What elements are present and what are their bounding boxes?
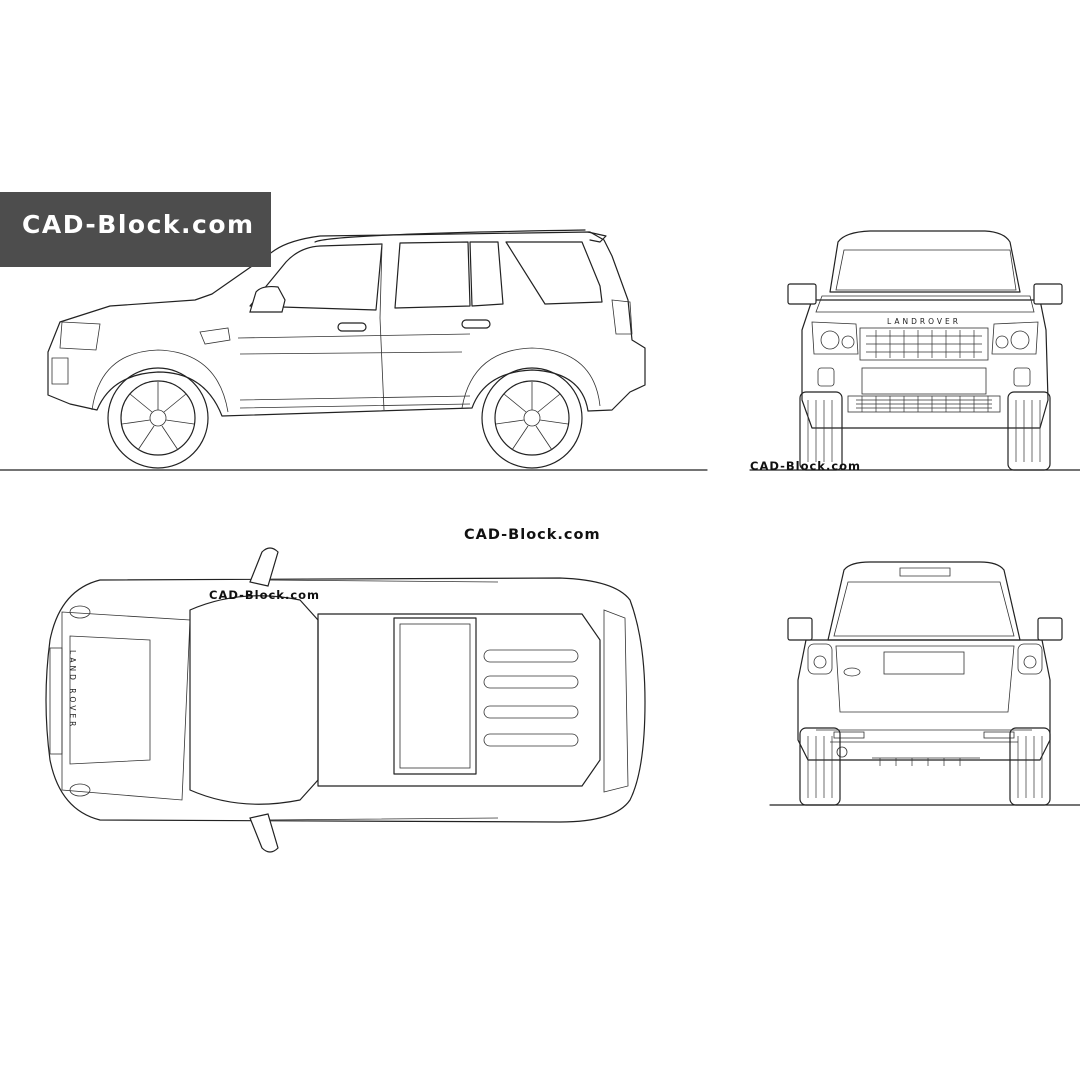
top-roof-slat-1 [483, 649, 579, 663]
front-plate-area [861, 367, 987, 395]
top-hood-badge: LAND ROVER [68, 650, 77, 729]
side-quarter-window [505, 241, 603, 305]
front-hood-edge [815, 295, 1035, 313]
side-sill [239, 395, 471, 409]
side-spoiler [587, 231, 607, 243]
rear-window-frame [827, 561, 1021, 641]
side-rear-door-handle [461, 319, 491, 329]
rear-window [833, 581, 1015, 637]
side-c-pillar-window [469, 241, 504, 307]
front-right-mirror [1033, 283, 1063, 305]
side-front-wheel [107, 367, 209, 469]
top-left-headlight [69, 605, 91, 619]
rear-badge [843, 667, 861, 677]
top-left-mirror [249, 547, 279, 587]
side-taillight [611, 299, 633, 335]
front-view [749, 230, 1080, 471]
top-roof-rails [261, 579, 499, 821]
front-right-headlight [991, 321, 1039, 355]
side-waist-line [237, 333, 471, 339]
top-roof-slat-4 [483, 733, 579, 747]
side-body-outline [47, 231, 646, 417]
front-grille [859, 327, 989, 361]
rear-tailgate [835, 645, 1015, 713]
top-windshield [189, 595, 319, 805]
rear-tyre-treads [807, 736, 1043, 798]
top-roof [317, 613, 601, 787]
side-mirror [249, 285, 286, 313]
side-fog-lamp [51, 357, 69, 385]
top-front-grille [49, 647, 63, 755]
rear-left-reflector [833, 731, 865, 739]
side-door-split [379, 243, 385, 411]
side-front-door-handle [337, 322, 367, 332]
top-sunroof [393, 617, 477, 775]
watermark-front-view: CAD-Block.com [750, 459, 862, 473]
front-left-mirror [787, 283, 817, 305]
front-right-fog-lamp [1013, 367, 1031, 387]
rear-brake-light [899, 567, 951, 577]
top-hood [61, 611, 191, 801]
side-rear-window [394, 241, 471, 309]
rear-right-reflector [983, 731, 1015, 739]
rear-bumper-lines [816, 729, 1032, 743]
rear-body [797, 639, 1051, 761]
front-left-headlight [811, 321, 859, 355]
side-body-crease [239, 351, 463, 355]
rear-diffuser [872, 757, 980, 766]
rear-right-tyre [1009, 727, 1051, 806]
site-banner: CAD-Block.com [0, 192, 271, 267]
side-view [0, 229, 708, 471]
top-sunroof-inner [399, 623, 471, 769]
front-intake-mesh [856, 396, 992, 412]
side-rear-wheel-arch [461, 347, 601, 409]
rear-right-taillight [1017, 643, 1043, 675]
front-lower-intake [847, 395, 1001, 413]
front-windshield-frame [829, 230, 1021, 293]
watermark-top-view: CAD-Block.com [209, 588, 321, 602]
top-roof-slat-3 [483, 705, 579, 719]
side-roof-rail [314, 229, 586, 243]
rear-left-mirror [787, 617, 813, 641]
top-body-outline [45, 577, 646, 823]
rear-plate [883, 651, 965, 675]
rear-right-mirror [1037, 617, 1063, 641]
side-rear-wheel [481, 367, 583, 469]
site-banner-text: CAD-Block.com [22, 210, 255, 239]
top-hood-bulge [69, 635, 151, 765]
top-rear-window [603, 609, 629, 793]
top-roof-slat-2 [483, 675, 579, 689]
top-right-mirror [249, 813, 279, 853]
front-hood-badge: LANDROVER [887, 317, 961, 326]
side-headlight [59, 321, 101, 351]
side-front-window [249, 243, 383, 311]
side-fender-vent [199, 327, 231, 345]
rear-left-tyre [799, 727, 841, 806]
front-right-tyre [1007, 391, 1051, 471]
rear-exhaust [836, 746, 848, 758]
watermark-center: CAD-Block.com [464, 527, 601, 543]
top-view [45, 547, 646, 853]
front-left-fog-lamp [817, 367, 835, 387]
rear-left-taillight [807, 643, 833, 675]
rear-view [769, 561, 1080, 806]
front-left-tyre [799, 391, 843, 471]
front-grille-mesh [866, 330, 982, 358]
top-right-headlight [69, 783, 91, 797]
side-front-wheel-arch [91, 349, 229, 413]
front-windshield [835, 249, 1017, 291]
front-tyre-treads [807, 400, 1041, 462]
